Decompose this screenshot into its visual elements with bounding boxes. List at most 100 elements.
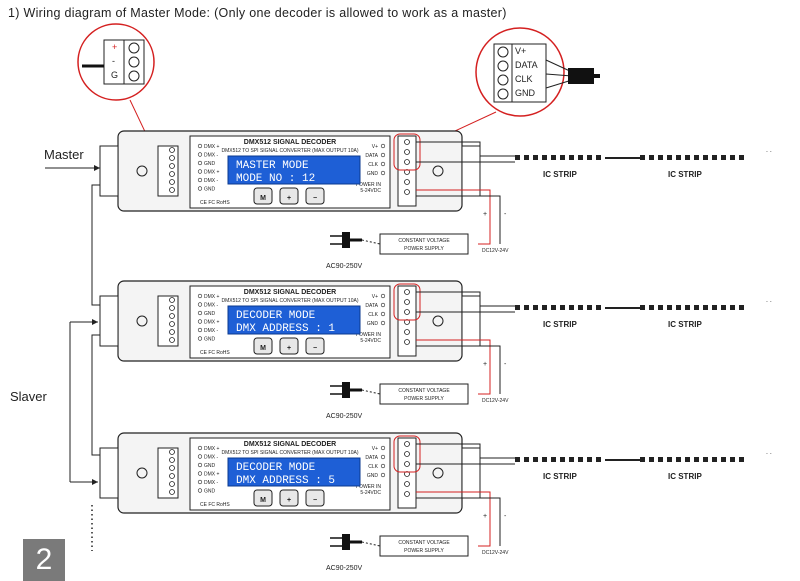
- screw-hole-left: [136, 467, 148, 479]
- strip-led: [569, 457, 574, 462]
- dmx-link-2: [91, 334, 120, 456]
- power-supply-box: [379, 233, 469, 255]
- strip-led: [640, 155, 645, 160]
- button-label-2: −: [313, 195, 317, 202]
- output-terminal-block: [397, 285, 417, 357]
- decoder-subtitle: DMX512 TO SPI SIGNAL CONVERTER (MAX OUTP…: [222, 450, 359, 456]
- button-label-1: +: [287, 195, 291, 202]
- left-pin-dot: [197, 488, 203, 493]
- strip-led: [569, 305, 574, 310]
- slaver-label: Slaver: [10, 389, 47, 404]
- left-mount-tab: [99, 447, 119, 499]
- left-pin-dot: [197, 327, 203, 333]
- voltage-label: 5-24VDC: [360, 338, 381, 344]
- strip-led: [730, 155, 735, 160]
- strip-led: [569, 155, 574, 160]
- strip-led: [649, 155, 654, 160]
- ic-strip-label-0: IC STRIP: [543, 320, 577, 329]
- voltage-label: 5-24VDC: [360, 490, 381, 496]
- output-terminal-screw: [404, 309, 410, 315]
- power-in-label: POWER IN: [356, 182, 382, 188]
- dmx-terminal-block: [157, 295, 179, 347]
- strip-led: [676, 305, 681, 310]
- left-pin-label: DMX -: [204, 328, 219, 334]
- left-pin-label: GND: [204, 489, 216, 495]
- left-pin-label: DMX -: [204, 153, 219, 159]
- left-pin-label: DMX +: [204, 472, 220, 478]
- dmx-terminal-screw: [169, 163, 175, 169]
- dmx-terminal-screw: [169, 473, 175, 479]
- power-wire-negative: [416, 345, 501, 394]
- ps-line1: CONSTANT VOLTAGE: [398, 238, 450, 244]
- dmx-terminal-screw: [169, 297, 175, 303]
- strip-led: [685, 305, 690, 310]
- button-label-0: M: [260, 345, 266, 352]
- strip-led: [596, 305, 601, 310]
- dmx-terminal-screw: [169, 313, 175, 319]
- power-supply-box: [379, 535, 469, 557]
- strip-led: [515, 457, 520, 462]
- right-pin-label: DATA: [365, 153, 378, 159]
- ac-cable: [361, 389, 381, 395]
- strip-led: [542, 305, 547, 310]
- output-terminal-block: [397, 437, 417, 509]
- ps-line2: POWER SUPPLY: [404, 246, 444, 252]
- output-highlight: [393, 133, 421, 171]
- right-pin-dot: [380, 454, 386, 460]
- left-pin-label: GND: [204, 311, 216, 317]
- left-pin-label: DMX -: [204, 480, 219, 486]
- button-0: [253, 337, 273, 355]
- output-terminal-screw: [404, 461, 410, 467]
- dmx-terminal-screw: [169, 481, 175, 487]
- right-pin-dot: [380, 161, 386, 167]
- right-pin-label: DATA: [365, 455, 378, 461]
- ac-voltage-label: AC90-250V: [326, 565, 363, 572]
- dc-voltage-label: DC12V-24V: [482, 248, 509, 254]
- ps-line2: POWER SUPPLY: [404, 396, 444, 402]
- strip-led: [703, 457, 708, 462]
- right-pin-dot: [380, 320, 386, 326]
- cert-marks: CE FC RoHS: [200, 502, 230, 508]
- strip-led: [640, 305, 645, 310]
- zoom-minus-label: -: [112, 56, 115, 66]
- right-pin-dot: [380, 463, 386, 469]
- right-pin-label: CLK: [368, 162, 378, 168]
- power-wire-negative: [416, 195, 501, 244]
- strip-led: [712, 305, 717, 310]
- ic-strip-label-0: IC STRIP: [543, 472, 577, 481]
- page-number-badge: 2: [23, 539, 65, 581]
- strip-led: [596, 155, 601, 160]
- strip-led: [578, 457, 583, 462]
- dc-voltage-label: DC12V-24V: [482, 398, 509, 404]
- left-pin-label: DMX -: [204, 178, 219, 184]
- button-0: [253, 489, 273, 507]
- output-terminal-screw: [404, 441, 410, 447]
- dmx-terminal-block: [157, 145, 179, 197]
- zoom-pin-gnd: GND: [515, 88, 536, 98]
- strip-led: [649, 305, 654, 310]
- lcd-screen: [227, 155, 361, 185]
- strip-led: [542, 155, 547, 160]
- power-wire-negative: [416, 497, 501, 546]
- signal-terminal-zoom: V+ DATA CLK GND: [413, 27, 600, 151]
- lcd-line1: MASTER MODE: [236, 160, 309, 172]
- strip-wire-top: [416, 443, 515, 459]
- output-terminal-screw: [404, 339, 410, 345]
- right-pin-label: V+: [372, 446, 378, 452]
- strip-led: [730, 305, 735, 310]
- button-label-2: −: [313, 345, 317, 352]
- ac-cable: [361, 239, 381, 245]
- ps-minus-label: -: [504, 211, 507, 218]
- ps-minus-label: -: [504, 361, 507, 368]
- left-pin-dot: [197, 336, 203, 341]
- output-terminal-screw: [404, 329, 410, 335]
- left-pin-dot: [197, 454, 203, 459]
- strip-led: [712, 155, 717, 160]
- strip-led: [694, 155, 699, 160]
- strip-led: [694, 305, 699, 310]
- dmx-terminal-screw: [169, 489, 175, 495]
- right-mount-tab: [461, 295, 481, 347]
- right-pin-dot: [380, 302, 386, 308]
- button-1: [279, 337, 299, 355]
- strip-led: [703, 305, 708, 310]
